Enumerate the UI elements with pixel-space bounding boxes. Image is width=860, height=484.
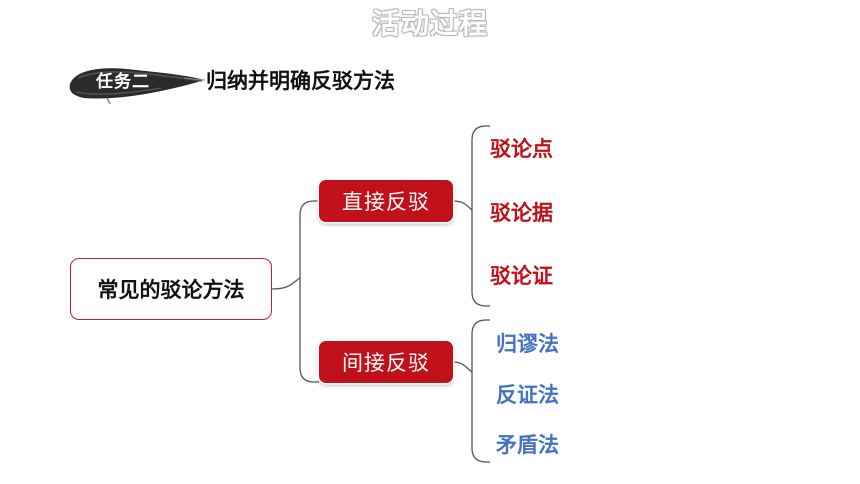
branch-node-direct-refutation: 直接反驳 [319,180,453,222]
ink-brush-stroke-icon [69,68,206,105]
connector-root-to-direct [299,200,319,278]
leaf-node-reductio: 归谬法 [496,332,559,356]
leaf-node-refute-reasoning: 驳论证 [490,264,553,288]
leaf-node-proof-by-contradiction: 反证法 [496,383,559,407]
connector-indirect-split [452,361,473,373]
connector-indirect-bottom [471,372,490,463]
connector-direct-top [471,125,490,210]
mindmap-root-node: 常见的驳论方法 [70,258,272,320]
leaf-node-refute-argument: 驳论点 [490,137,553,161]
task-label: 任务二 [96,72,150,92]
task-title: 归纳并明确反驳方法 [206,69,395,93]
connector-root-split [271,277,301,290]
branch-node-indirect-refutation: 间接反驳 [319,341,453,383]
leaf-node-refute-evidence: 驳论据 [490,201,553,225]
connector-direct-bottom [471,210,490,307]
page-title: 活动过程 [371,7,488,40]
leaf-node-contradiction-method: 矛盾法 [496,433,559,457]
connector-indirect-top [471,319,490,372]
connector-root-to-indirect [299,278,319,383]
connector-direct-split [452,200,473,211]
